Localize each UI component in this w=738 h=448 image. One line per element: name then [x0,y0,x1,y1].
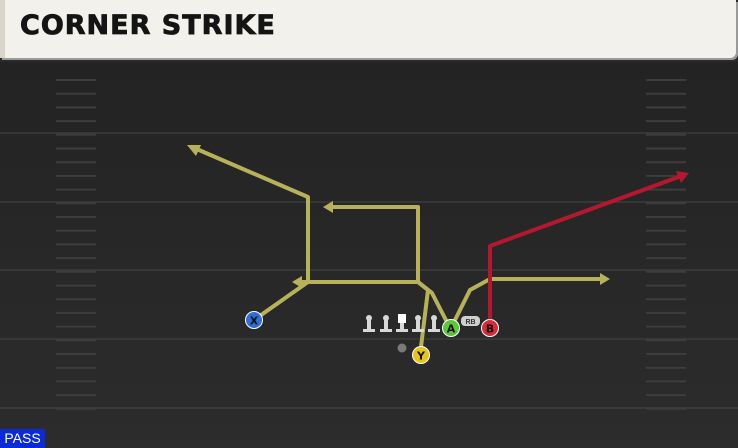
receiver-a[interactable]: A [442,319,460,337]
rb-tag-label: RB [465,319,475,326]
routes-primary [190,145,606,357]
route-arrowheads [187,145,610,288]
hash-marks [56,79,686,410]
arrow-y [323,201,333,213]
lineman-icon [412,315,424,332]
lineman-icon [380,315,392,332]
play-title: CORNER STRIKE [20,10,276,42]
route-x [190,145,310,322]
route-a-drag [296,280,452,330]
receiver-y-label: Y [416,350,426,363]
yard-lines [0,132,738,409]
rb-block-tag: RB [461,316,480,326]
quarterback-dot [397,343,407,353]
receiver-b-label: B [486,323,494,336]
arrow-a [292,276,302,288]
center-icon [396,314,408,332]
route-hot [488,173,686,330]
offensive-line [363,314,440,332]
arrow-x [187,145,201,156]
receiver-x-label: X [250,315,259,328]
play-header: CORNER STRIKE [0,0,736,58]
arrow-rb [600,273,610,285]
receiver-a-label: A [447,323,456,336]
receiver-y[interactable]: Y [412,346,430,364]
route-rb [452,277,606,324]
arrow-b [676,171,689,183]
header-accent [0,0,5,58]
receiver-x[interactable]: X [245,311,263,329]
route-b [488,173,686,330]
lineman-icon [428,315,440,332]
lineman-icon [363,315,375,332]
pass-badge: PASS [0,429,45,448]
receiver-b[interactable]: B [481,319,499,337]
playbook-field [0,62,738,448]
